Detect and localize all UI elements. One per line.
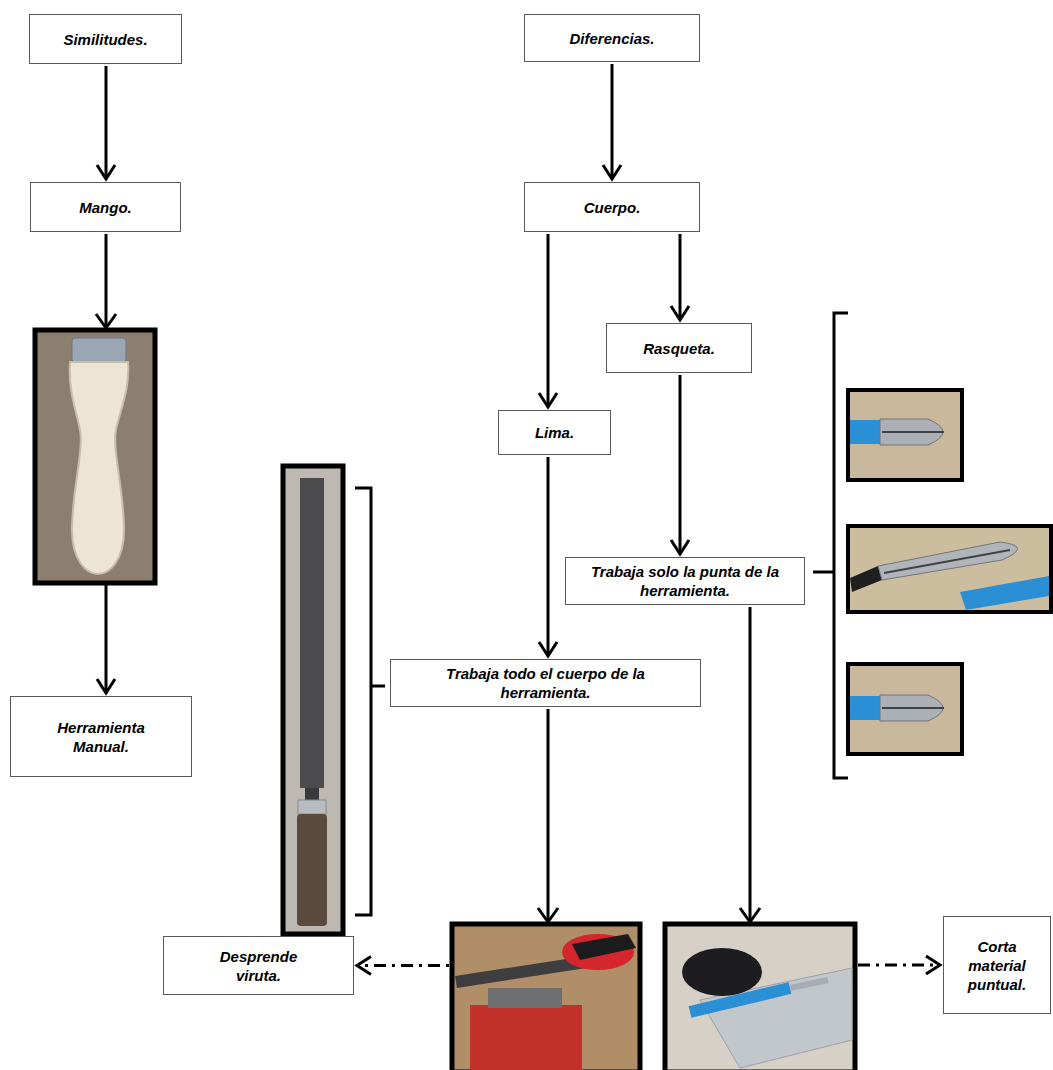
file-blade	[300, 478, 324, 788]
process-box: Cuerpo.	[524, 182, 700, 232]
flow-arrow	[679, 375, 682, 554]
flow-arrow	[357, 709, 548, 966]
box-label: Diferencias.	[569, 29, 654, 48]
file-bar	[456, 958, 612, 982]
scraper-blade	[878, 542, 1018, 580]
red-glove	[562, 934, 634, 970]
flow-arrow	[105, 66, 108, 179]
scraper-photo	[848, 390, 962, 480]
box-label: Cuerpo.	[584, 198, 641, 217]
photo-frame	[848, 526, 1051, 612]
process-box: Trabaja todo el cuerpo de la herramienta…	[390, 659, 701, 707]
photo-frame	[35, 330, 155, 583]
photo-frame	[665, 924, 855, 1070]
process-box: Herramienta Manual.	[10, 696, 192, 777]
wood-handle	[297, 814, 327, 926]
box-label: Herramienta Manual.	[41, 718, 161, 756]
photo-frame	[848, 390, 962, 480]
process-box: Mango.	[30, 182, 181, 232]
flow-arrow	[547, 234, 550, 407]
process-box: Rasqueta.	[606, 323, 752, 373]
flow-arrow	[547, 457, 550, 656]
black-glove	[682, 948, 762, 996]
box-label: Corta material puntual.	[954, 937, 1040, 994]
blue-handle	[850, 696, 880, 720]
flow-arrow	[679, 234, 682, 320]
scraper-blade	[880, 419, 943, 445]
metal-plate	[700, 968, 852, 1068]
process-box: Similitudes.	[29, 14, 182, 64]
process-box: Diferencias.	[524, 14, 700, 62]
blue-handle	[960, 576, 1049, 610]
blue-handle	[690, 988, 790, 1012]
box-label: Similitudes.	[63, 30, 147, 49]
metal-ferrule	[72, 338, 126, 362]
blade-groove	[882, 431, 944, 433]
process-box: Desprende viruta.	[163, 936, 354, 995]
box-label: Lima.	[535, 423, 574, 442]
handle-photo	[35, 330, 155, 583]
scraper-photo	[848, 526, 1051, 612]
scraper-blade	[790, 980, 828, 988]
flow-arrow	[611, 64, 614, 179]
blue-handle	[850, 420, 880, 444]
box-label: Trabaja todo el cuerpo de la herramienta…	[405, 664, 686, 702]
flow-arrow	[105, 234, 108, 693]
scraper-photo	[848, 664, 962, 754]
metal-ferrule	[298, 800, 326, 814]
photo-frame	[452, 924, 640, 1070]
handle-shape	[70, 362, 129, 574]
process-box: Trabaja solo la punta de la herramienta.	[565, 557, 805, 605]
dark-handle	[850, 566, 882, 592]
glove-fingers	[572, 934, 636, 960]
file-tang	[305, 788, 319, 802]
file-photo	[283, 466, 343, 934]
scraper-blade	[880, 695, 943, 721]
process-box: Corta material puntual.	[943, 916, 1051, 1014]
process-box: Lima.	[498, 410, 611, 455]
box-label: Trabaja solo la punta de la herramienta.	[586, 562, 784, 600]
filing-photo	[452, 924, 640, 1070]
blade-groove	[882, 707, 944, 709]
bracket	[813, 313, 848, 778]
flow-arrow	[750, 607, 940, 965]
vise-jaws	[488, 988, 562, 1008]
blade-groove	[884, 550, 1010, 573]
vise-body	[470, 1005, 582, 1070]
box-label: Mango.	[79, 198, 132, 217]
scraping-photo	[665, 924, 855, 1070]
box-label: Rasqueta.	[643, 339, 715, 358]
box-label: Desprende viruta.	[204, 947, 313, 985]
photo-frame	[848, 664, 962, 754]
bracket	[355, 488, 385, 915]
arrowhead	[538, 908, 558, 922]
photo-frame	[283, 466, 343, 934]
arrowhead	[740, 908, 760, 922]
arrowhead	[96, 314, 116, 328]
